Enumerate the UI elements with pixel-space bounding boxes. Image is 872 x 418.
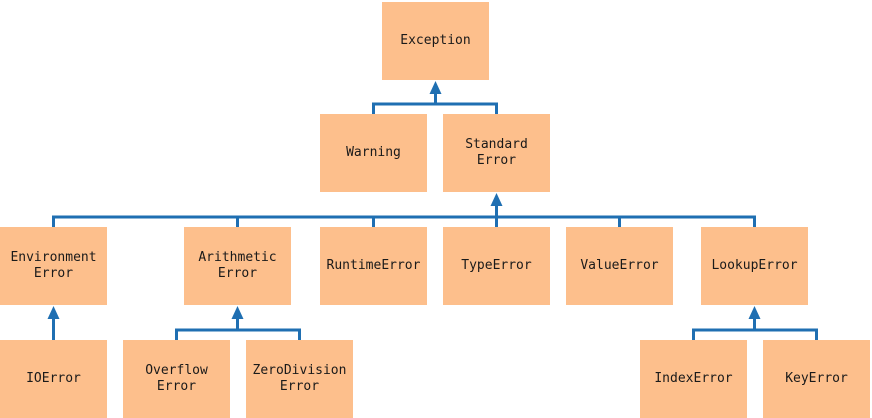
node-warning-label: Warning [346, 145, 401, 160]
node-runtime-error: RuntimeError [320, 227, 427, 305]
node-value-error-label: ValueError [580, 258, 659, 273]
arrowhead-standard-error [490, 193, 503, 206]
node-type-error: TypeError [443, 227, 550, 305]
node-standard-error: Standard Error [443, 114, 550, 192]
arrowhead-arithmetic-error [231, 306, 244, 319]
node-environment-error: Environment Error [0, 227, 107, 305]
arrowhead-environment-error [47, 306, 60, 319]
node-warning: Warning [320, 114, 427, 192]
node-index-error: IndexError [640, 340, 747, 418]
node-io-error-label: IOError [26, 371, 81, 386]
node-value-error: ValueError [566, 227, 673, 305]
node-lookup-error-label: LookupError [711, 258, 798, 273]
node-environment-error-label: Environment Error [10, 250, 97, 281]
node-zero-division-error: ZeroDivision Error [246, 340, 353, 418]
node-index-error-label: IndexError [654, 371, 733, 386]
node-exception-label: Exception [400, 33, 471, 48]
node-arithmetic-error-label: Arithmetic Error [198, 250, 277, 281]
node-zero-division-error-label: ZeroDivision Error [252, 363, 347, 394]
node-io-error: IOError [0, 340, 107, 418]
arrowhead-exception [429, 81, 442, 94]
node-type-error-label: TypeError [461, 258, 532, 273]
node-arithmetic-error: Arithmetic Error [184, 227, 291, 305]
arrowhead-lookup-error [748, 306, 761, 319]
node-key-error: KeyError [763, 340, 870, 418]
node-overflow-error: Overflow Error [123, 340, 230, 418]
node-overflow-error-label: Overflow Error [145, 363, 208, 394]
node-runtime-error-label: RuntimeError [326, 258, 421, 273]
node-lookup-error: LookupError [701, 227, 808, 305]
node-exception: Exception [382, 2, 489, 80]
node-key-error-label: KeyError [785, 371, 848, 386]
node-standard-error-label: Standard Error [465, 137, 528, 168]
